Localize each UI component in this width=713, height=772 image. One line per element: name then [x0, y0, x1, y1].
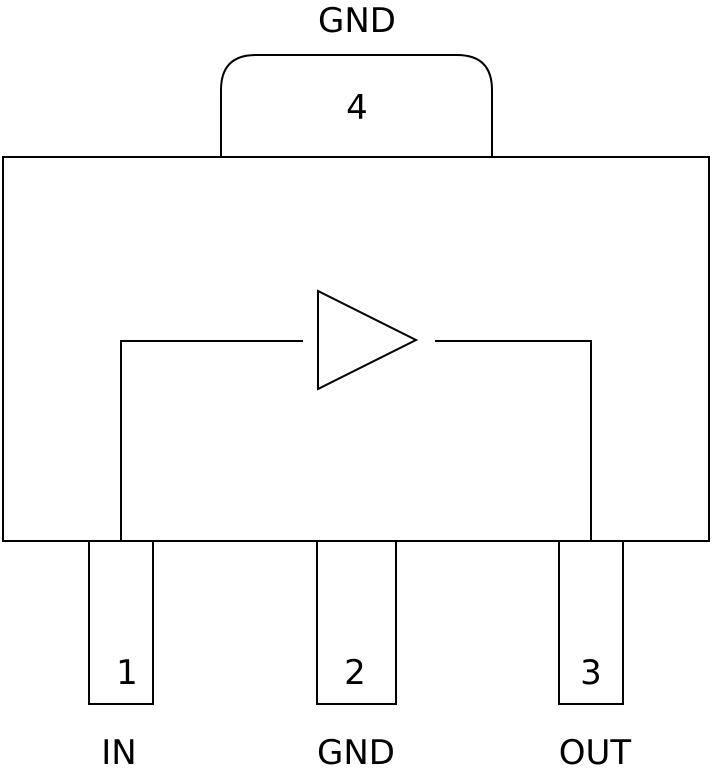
tab-number: 4 [346, 88, 368, 128]
pin-3-lead [558, 540, 624, 705]
pin-3-number: 3 [580, 653, 602, 693]
package-body [2, 156, 710, 542]
input-wire [120, 340, 303, 541]
pin-1-number: 1 [116, 653, 138, 693]
pin-2-lead [316, 540, 397, 705]
output-wire [435, 340, 592, 541]
pin-2-number: 2 [344, 653, 366, 693]
pin-1-label: IN [101, 733, 136, 772]
amplifier-symbol [317, 289, 419, 391]
pin-3-label: OUT [559, 733, 632, 772]
tab-label: GND [318, 1, 396, 41]
tab-outline [220, 54, 493, 157]
pin-1-lead [88, 540, 154, 705]
pin-2-label: GND [317, 733, 395, 772]
